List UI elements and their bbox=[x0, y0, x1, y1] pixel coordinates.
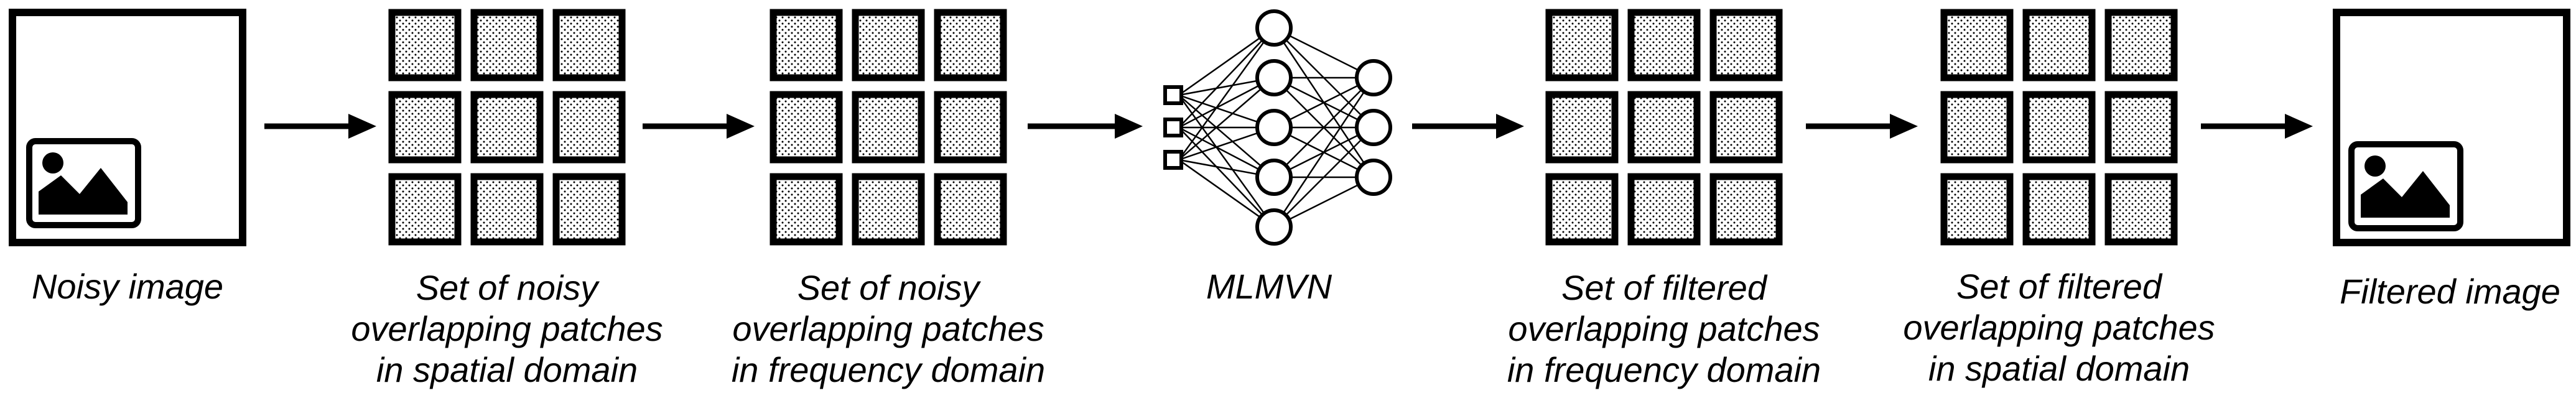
noisy-frequency-patch-grid-icon bbox=[770, 9, 1007, 246]
noisy-spatial-patch-grid-icon bbox=[388, 9, 626, 246]
stage-label-noisy-spatial-patches: Set of noisy overlapping patches in spat… bbox=[320, 267, 694, 391]
arrow-right-icon bbox=[643, 114, 755, 139]
stage-label-noisy-frequency-patches: Set of noisy overlapping patches in freq… bbox=[695, 267, 1081, 391]
filtered-spatial-patch-grid-icon bbox=[1940, 9, 2178, 246]
label-line: in spatial domain bbox=[1928, 349, 2190, 388]
label-line: Set of noisy bbox=[416, 268, 598, 307]
arrow-right-icon bbox=[1806, 114, 1918, 139]
stage-label-noisy-image: Noisy image bbox=[0, 266, 255, 307]
stage-label-mlmvn: MLMVN bbox=[1176, 266, 1362, 307]
label-line: Noisy image bbox=[31, 267, 224, 306]
arrow-right-icon bbox=[264, 114, 376, 139]
label-line: in spatial domain bbox=[376, 350, 638, 389]
picture-icon bbox=[26, 138, 141, 228]
label-line: in frequency domain bbox=[1507, 350, 1821, 389]
label-line: Set of noisy bbox=[797, 268, 980, 307]
stage-label-filtered-image: Filtered image bbox=[2324, 271, 2576, 312]
label-line: Set of filtered bbox=[1956, 267, 2162, 306]
arrow-right-icon bbox=[2201, 114, 2313, 139]
label-line: MLMVN bbox=[1206, 267, 1332, 306]
neural-network-icon bbox=[1163, 9, 1392, 246]
stage-label-filtered-frequency-patches: Set of filtered overlapping patches in f… bbox=[1471, 267, 1857, 391]
stage-label-filtered-spatial-patches: Set of filtered overlapping patches in s… bbox=[1872, 266, 2246, 389]
arrow-right-icon bbox=[1028, 114, 1143, 139]
label-line: overlapping patches bbox=[351, 309, 663, 348]
filtered-image-icon bbox=[2333, 9, 2570, 246]
noisy-image-icon bbox=[9, 9, 246, 246]
label-line: overlapping patches bbox=[732, 309, 1044, 348]
label-line: overlapping patches bbox=[1903, 308, 2215, 347]
picture-icon bbox=[2348, 141, 2463, 231]
arrow-right-icon bbox=[1412, 114, 1524, 139]
label-line: overlapping patches bbox=[1508, 309, 1820, 348]
label-line: Filtered image bbox=[2340, 272, 2560, 311]
filtered-frequency-patch-grid-icon bbox=[1545, 9, 1783, 246]
label-line: in frequency domain bbox=[731, 350, 1046, 389]
label-line: Set of filtered bbox=[1561, 268, 1767, 307]
